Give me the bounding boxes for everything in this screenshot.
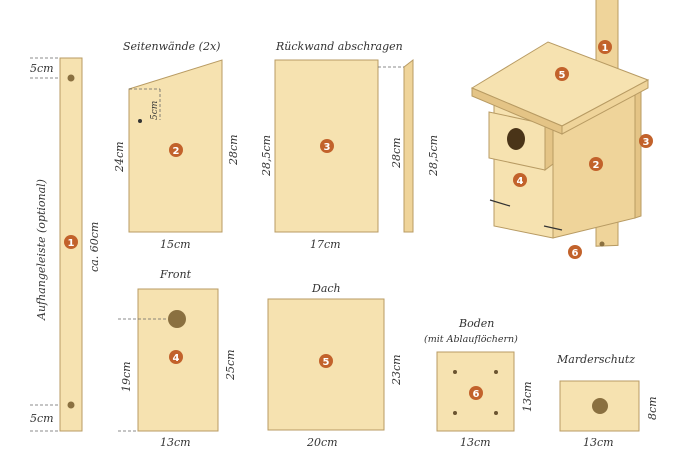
floor-13-bottom-dim: 13cm bbox=[460, 436, 491, 449]
front-entry-hole bbox=[168, 310, 186, 328]
guard-title: Marderschutz bbox=[556, 353, 635, 366]
badge-1-assembled bbox=[598, 40, 612, 54]
badge-3-assembled bbox=[639, 134, 653, 148]
svg-text:6: 6 bbox=[572, 248, 579, 259]
part-marten-guard: Marderschutz 8cm 13cm bbox=[556, 353, 659, 449]
side-wall-mark bbox=[138, 119, 142, 123]
floor-title: Boden bbox=[458, 317, 494, 330]
guard-13-dim: 13cm bbox=[583, 436, 614, 449]
assembled-entry-hole bbox=[507, 128, 525, 150]
badge-4-front bbox=[169, 350, 183, 364]
back-28-dim: 28cm bbox=[390, 137, 403, 169]
part-side-walls: Seitenwände (2x) 5cm 24cm 28cm 15cm 2 bbox=[113, 40, 240, 251]
svg-text:1: 1 bbox=[602, 43, 609, 54]
badge-2-side-num: 2 bbox=[173, 146, 180, 157]
guard-8-dim: 8cm bbox=[646, 396, 659, 420]
badge-2-assembled bbox=[589, 157, 603, 171]
back-17-dim: 17cm bbox=[310, 238, 341, 251]
strip-bottom-dim: 5cm bbox=[30, 412, 54, 425]
badge-6-floor bbox=[469, 386, 483, 400]
strip-side-label: Aufhangeleiste (optional) bbox=[35, 179, 48, 321]
svg-text:5: 5 bbox=[559, 70, 566, 81]
side-24-dim: 24cm bbox=[113, 141, 126, 173]
badge-5-assembled bbox=[555, 67, 569, 81]
side-walls-title: Seitenwände (2x) bbox=[123, 40, 220, 53]
strip-top-dim: 5cm bbox=[30, 62, 54, 75]
svg-text:4: 4 bbox=[517, 176, 524, 187]
side-28-dim: 28cm bbox=[227, 134, 240, 166]
part-front: Front 19cm 25cm 13cm 4 bbox=[118, 268, 237, 449]
badge-4-front-num: 4 bbox=[173, 353, 180, 364]
svg-text:2: 2 bbox=[593, 160, 600, 171]
svg-text:3: 3 bbox=[643, 137, 650, 148]
strip-length-dim: ca. 60cm bbox=[88, 222, 101, 272]
strip-hole-bottom bbox=[67, 401, 75, 409]
badge-5-roof bbox=[319, 354, 333, 368]
part-floor: Boden (mit Ablauflöchern) 13cm 13cm 6 bbox=[424, 317, 534, 449]
badge-3-back-num: 3 bbox=[324, 142, 331, 153]
badge-2-side bbox=[169, 143, 183, 157]
side-15-dim: 15cm bbox=[160, 238, 191, 251]
front-25-dim: 25cm bbox=[224, 349, 237, 381]
badge-4-assembled bbox=[513, 173, 527, 187]
part-hanging-strip: 5cm 5cm Aufhangeleiste (optional) ca. 60… bbox=[30, 57, 101, 432]
roof-title: Dach bbox=[311, 282, 341, 295]
guard-hole bbox=[592, 398, 608, 414]
assembled-roof-side bbox=[561, 79, 649, 135]
badge-3-back bbox=[320, 139, 334, 153]
back-wall-edge bbox=[403, 58, 414, 233]
roof-20-dim: 20cm bbox=[306, 436, 338, 449]
floor-13-side-dim: 13cm bbox=[521, 381, 534, 412]
roof-23-dim: 23cm bbox=[390, 354, 403, 386]
part-back-wall: Rückwand abschragen 28,5cm 28cm 28,5cm 1… bbox=[260, 40, 440, 251]
side-5cm-dim: 5cm bbox=[150, 101, 160, 120]
front-title: Front bbox=[159, 268, 192, 281]
front-13-dim: 13cm bbox=[160, 436, 191, 449]
floor-subtitle: (mit Ablauflöchern) bbox=[424, 334, 518, 345]
back-285a-dim: 28,5cm bbox=[260, 135, 273, 177]
assembled-back-edge bbox=[634, 86, 642, 219]
badge-1-strip-num: 1 bbox=[68, 238, 75, 249]
badge-6-assembled bbox=[568, 245, 582, 259]
back-285b-dim: 28,5cm bbox=[427, 135, 440, 177]
part-roof: Dach 23cm 20cm 5 bbox=[267, 282, 403, 449]
back-wall-title: Rückwand abschragen bbox=[275, 40, 403, 53]
badge-1-strip bbox=[64, 235, 78, 249]
badge-6-floor-num: 6 bbox=[473, 389, 480, 400]
badge-5-roof-num: 5 bbox=[323, 357, 330, 368]
strip-hole-top bbox=[67, 74, 75, 82]
assembled-birdhouse: 1 5 3 2 4 6 bbox=[470, 0, 653, 259]
front-19-dim: 19cm bbox=[120, 361, 133, 392]
